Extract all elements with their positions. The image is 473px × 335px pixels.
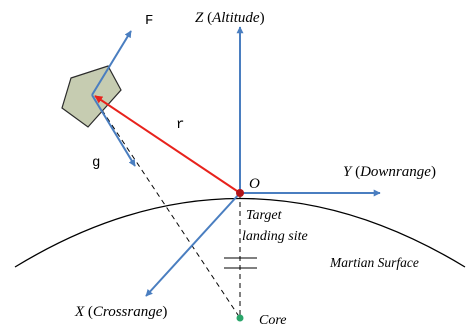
x-axis-label: X (Crossrange) <box>74 304 167 320</box>
core-label: Core <box>259 313 286 328</box>
force-vector <box>91 30 132 96</box>
y-axis-label: Y (Downrange) <box>343 164 436 180</box>
martian-surface-arc <box>14 197 466 268</box>
force-label: F <box>145 13 153 29</box>
gravity-vector <box>91 94 136 167</box>
x-axis <box>145 192 241 297</box>
target-label-line1: Target <box>246 208 283 223</box>
gravity-label: g <box>92 155 100 171</box>
surface-label: Martian Surface <box>329 255 419 270</box>
origin-point <box>236 189 244 197</box>
spacecraft-body <box>61 65 122 128</box>
position-label: r <box>176 117 184 133</box>
z-axis-label: Z (Altitude) <box>195 10 265 26</box>
origin-label: O <box>249 176 260 192</box>
position-vector <box>94 95 241 194</box>
core-point <box>236 314 244 322</box>
target-label-line2: landing site <box>242 229 308 244</box>
